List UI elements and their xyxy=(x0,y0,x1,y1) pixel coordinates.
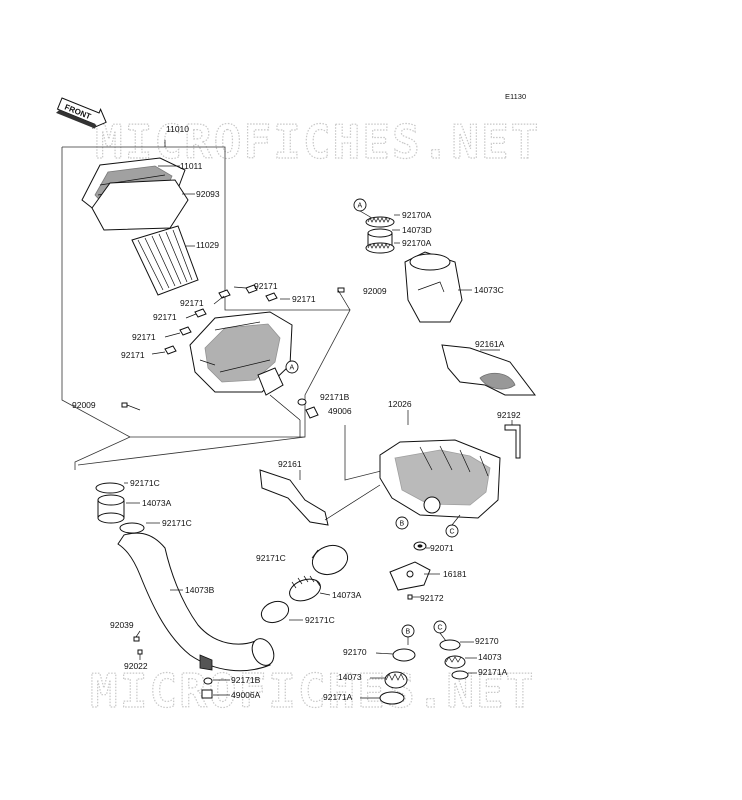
part-label-92009-b: 92009 xyxy=(72,400,96,410)
screw-92009 xyxy=(121,287,351,411)
part-label-14073c: 14073C xyxy=(474,285,504,295)
hose-clamp-set-c xyxy=(439,639,469,680)
gasket-92093 xyxy=(91,179,195,231)
part-label-11010: 11010 xyxy=(166,124,189,134)
part-label-11029: 11029 xyxy=(196,240,219,250)
drain-plug-lower xyxy=(201,677,230,699)
part-label-14073b: 14073B xyxy=(185,585,215,595)
part-label-92022: 92022 xyxy=(124,661,148,671)
part-label-49006: 49006 xyxy=(328,406,352,416)
front-arrow-icon: FRONT xyxy=(56,97,107,129)
part-label-16181: 16181 xyxy=(443,569,467,579)
part-label-49006a: 49006A xyxy=(231,690,261,700)
svg-text:B: B xyxy=(400,521,405,528)
drain-plug xyxy=(297,398,319,419)
part-label-92171c-c: 92171C xyxy=(256,553,286,563)
part-label-92171c-b: 92171C xyxy=(162,518,192,528)
part-label-14073-a: 14073 xyxy=(338,672,362,682)
ref-circle-c-lower: C xyxy=(433,620,447,642)
part-label-92171-b: 92171 xyxy=(180,298,204,308)
hose-clamp-set-b xyxy=(379,648,416,705)
ref-circle-a-top: A xyxy=(353,198,373,219)
air-filter-element xyxy=(131,225,199,296)
part-label-92171-e: 92171 xyxy=(132,332,156,342)
part-label-11011: 11011 xyxy=(180,161,203,171)
part-label-92170a-a: 92170A xyxy=(402,210,432,220)
intake-duct-main xyxy=(95,482,275,672)
part-label-92171-c: 92171 xyxy=(292,294,316,304)
part-label-92171b-b: 92171B xyxy=(231,675,261,685)
cover-panel-92161a xyxy=(441,344,537,396)
assembly-frame-11010 xyxy=(61,146,351,438)
intake-duct-upper xyxy=(365,216,463,323)
screw-92172 xyxy=(407,594,413,600)
part-label-14073a-b: 14073A xyxy=(332,590,362,600)
bolt-92039 xyxy=(133,636,143,655)
clip-set-92171 xyxy=(151,284,290,355)
ref-circle-c-resonator: C xyxy=(445,514,461,538)
resonator-box xyxy=(379,439,501,519)
part-label-92171a-b: 92171A xyxy=(478,667,508,677)
part-label-14073a-a: 14073A xyxy=(142,498,172,508)
part-label-92170-b: 92170 xyxy=(475,636,499,646)
watermark-top: MICROFICHES.NET xyxy=(95,115,540,169)
part-label-92192: 92192 xyxy=(497,410,521,420)
part-label-92171c-a: 92171C xyxy=(130,478,160,488)
svg-text:A: A xyxy=(358,203,363,210)
part-label-12026: 12026 xyxy=(388,399,412,409)
part-label-92093: 92093 xyxy=(196,189,220,199)
bracket-16181 xyxy=(389,561,440,591)
duct-coupler-lower xyxy=(260,544,349,624)
part-label-92172: 92172 xyxy=(420,593,444,603)
assembly-frame-12026 xyxy=(344,425,386,481)
part-label-92171c-d: 92171C xyxy=(305,615,335,625)
part-label-92170-a: 92170 xyxy=(343,647,367,657)
svg-text:B: B xyxy=(406,629,411,636)
diagram-code: E1130 xyxy=(505,92,526,101)
ref-circle-a-airbox: A xyxy=(285,360,299,374)
svg-text:C: C xyxy=(450,529,455,536)
part-label-92009-a: 92009 xyxy=(363,286,387,296)
air-box-housing xyxy=(189,311,301,437)
watermark-bottom: MICROFICHES.NET xyxy=(90,664,535,718)
part-label-92171b-a: 92171B xyxy=(320,392,350,402)
side-panel-92161 xyxy=(259,469,381,526)
part-label-92171-d: 92171 xyxy=(153,312,177,322)
hose-92192 xyxy=(504,420,521,459)
part-label-92161a: 92161A xyxy=(475,339,505,349)
grommet-92071 xyxy=(413,541,427,551)
part-label-92170a-b: 92170A xyxy=(402,238,432,248)
part-label-14073-b: 14073 xyxy=(478,652,502,662)
part-label-14073d: 14073D xyxy=(402,225,432,235)
part-label-92161: 92161 xyxy=(278,459,302,469)
part-label-92171-a: 92171 xyxy=(254,281,278,291)
ref-circle-b-lower: B xyxy=(401,624,415,645)
svg-text:A: A xyxy=(290,365,295,372)
ref-circle-b-resonator: B xyxy=(395,516,409,530)
part-label-92071: 92071 xyxy=(430,543,454,553)
part-label-92171a-a: 92171A xyxy=(323,692,353,702)
part-label-92039: 92039 xyxy=(110,620,134,630)
part-label-92171-f: 92171 xyxy=(121,350,145,360)
svg-text:C: C xyxy=(438,625,443,632)
